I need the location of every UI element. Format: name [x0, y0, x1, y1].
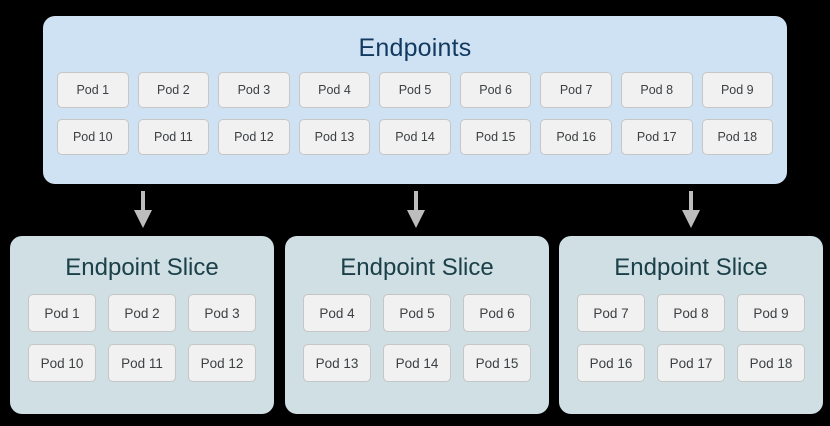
pod-box[interactable]: Pod 2 [108, 294, 176, 332]
pod-box[interactable]: Pod 13 [298, 119, 371, 155]
endpoint-slice-pod-grid: Pod 7 Pod 8 Pod 9 Pod 16 Pod 17 Pod 18 [577, 294, 805, 394]
endpoint-slice-panel-1: Endpoint Slice Pod 1 Pod 2 Pod 3 Pod 10 … [10, 236, 274, 414]
endpoint-slice-pod-row: Pod 1 Pod 2 Pod 3 [28, 294, 256, 332]
pod-box[interactable]: Pod 10 [28, 344, 96, 382]
pod-box[interactable]: Pod 17 [657, 344, 725, 382]
endpoint-slice-pod-row: Pod 4 Pod 5 Pod 6 [303, 294, 531, 332]
pod-box[interactable]: Pod 4 [298, 72, 371, 108]
endpoints-pod-row: Pod 10 Pod 11 Pod 12 Pod 13 Pod 14 Pod 1… [57, 119, 774, 155]
pod-box[interactable]: Pod 8 [620, 72, 693, 108]
pod-box[interactable]: Pod 6 [459, 72, 532, 108]
arrow-down-icon [678, 191, 704, 229]
pod-box[interactable]: Pod 13 [303, 344, 371, 382]
endpoint-slice-title: Endpoint Slice [65, 254, 219, 281]
pod-box[interactable]: Pod 7 [540, 72, 612, 108]
endpoint-slice-panel-2: Endpoint Slice Pod 4 Pod 5 Pod 6 Pod 13 … [285, 236, 549, 414]
endpoint-slice-pod-grid: Pod 1 Pod 2 Pod 3 Pod 10 Pod 11 Pod 12 [28, 294, 256, 394]
endpoint-slice-pod-row: Pod 13 Pod 14 Pod 15 [303, 344, 531, 382]
pod-box[interactable]: Pod 10 [57, 119, 129, 155]
endpoint-slice-title: Endpoint Slice [340, 254, 494, 281]
arrow-down-icon [130, 191, 156, 229]
pod-box[interactable]: Pod 18 [701, 119, 774, 155]
pod-box[interactable]: Pod 12 [188, 344, 256, 382]
pod-box[interactable]: Pod 16 [577, 344, 645, 382]
pod-box[interactable]: Pod 3 [218, 72, 290, 108]
pod-box[interactable]: Pod 8 [657, 294, 725, 332]
pod-box[interactable]: Pod 5 [379, 72, 451, 108]
endpoints-title: Endpoints [358, 34, 472, 62]
pod-box[interactable]: Pod 11 [108, 344, 176, 382]
pod-box[interactable]: Pod 9 [737, 294, 805, 332]
endpoints-pod-row: Pod 1 Pod 2 Pod 3 Pod 4 Pod 5 Pod 6 Pod … [57, 72, 774, 108]
pod-box[interactable]: Pod 14 [383, 344, 451, 382]
pod-box[interactable]: Pod 5 [383, 294, 451, 332]
pod-box[interactable]: Pod 12 [218, 119, 290, 155]
pod-box[interactable]: Pod 6 [463, 294, 531, 332]
pod-box[interactable]: Pod 16 [540, 119, 612, 155]
endpoint-slice-panel-3: Endpoint Slice Pod 7 Pod 8 Pod 9 Pod 16 … [559, 236, 823, 414]
pod-box[interactable]: Pod 15 [459, 119, 532, 155]
endpoint-slice-pod-row: Pod 16 Pod 17 Pod 18 [577, 344, 805, 382]
pod-box[interactable]: Pod 18 [737, 344, 805, 382]
pod-box[interactable]: Pod 3 [188, 294, 256, 332]
pod-box[interactable]: Pod 14 [379, 119, 451, 155]
pod-box[interactable]: Pod 9 [701, 72, 774, 108]
pod-box[interactable]: Pod 1 [28, 294, 96, 332]
pod-box[interactable]: Pod 7 [577, 294, 645, 332]
pod-box[interactable]: Pod 2 [137, 72, 210, 108]
pod-box[interactable]: Pod 1 [57, 72, 129, 108]
endpoint-slice-pod-row: Pod 7 Pod 8 Pod 9 [577, 294, 805, 332]
endpoint-slice-pod-row: Pod 10 Pod 11 Pod 12 [28, 344, 256, 382]
endpoint-slice-pod-grid: Pod 4 Pod 5 Pod 6 Pod 13 Pod 14 Pod 15 [303, 294, 531, 394]
endpoints-pod-grid: Pod 1 Pod 2 Pod 3 Pod 4 Pod 5 Pod 6 Pod … [57, 72, 774, 166]
pod-box[interactable]: Pod 11 [137, 119, 210, 155]
pod-box[interactable]: Pod 17 [620, 119, 693, 155]
pod-box[interactable]: Pod 4 [303, 294, 371, 332]
endpoint-slice-title: Endpoint Slice [614, 254, 768, 281]
endpoints-panel: Endpoints Pod 1 Pod 2 Pod 3 Pod 4 Pod 5 … [43, 16, 787, 184]
pod-box[interactable]: Pod 15 [463, 344, 531, 382]
arrow-down-icon [403, 191, 429, 229]
